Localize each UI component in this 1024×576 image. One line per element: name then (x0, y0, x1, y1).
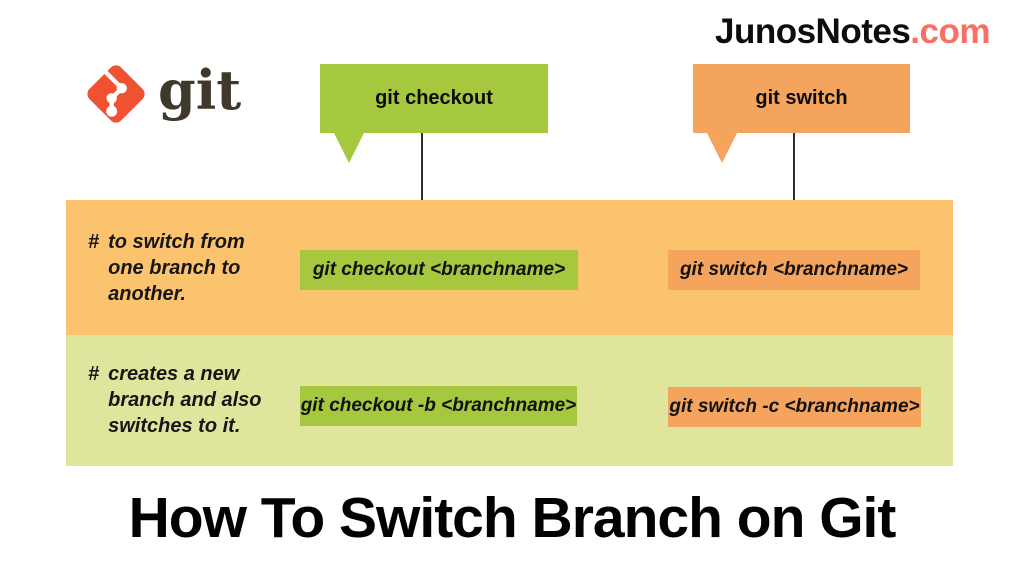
cmd-label: git switch <branchname> (679, 259, 909, 280)
git-logo: git (80, 56, 241, 132)
note-switch-row: # to switch from one branch to another. (88, 229, 298, 307)
site-tld: .com (910, 12, 990, 51)
git-diamond-icon (87, 65, 145, 123)
note-hash: # (88, 363, 100, 385)
cmd-label: git checkout <branchname> (312, 259, 566, 280)
site-watermark: JunosNotes.com (714, 12, 991, 52)
cmd-git-checkout-branchname: git checkout <branchname> (300, 250, 578, 290)
bubble-tail (707, 133, 737, 163)
page-title: How To Switch Branch on Git (128, 486, 897, 550)
bubble-tail (334, 133, 364, 163)
bubble-git-checkout-label: git checkout (375, 87, 493, 109)
cmd-label: git switch -c <branchname> (669, 396, 920, 417)
note-create-row: # creates a new branch and also switches… (88, 361, 298, 439)
bubble-git-checkout: git checkout (320, 64, 548, 163)
cmd-label: git checkout -b <branchname> (300, 395, 577, 416)
cmd-git-switch-c-branchname: git switch -c <branchname> (668, 387, 921, 427)
note-text: creates a new branch and also switches t… (108, 363, 262, 437)
cmd-git-checkout-b-branchname: git checkout -b <branchname> (300, 386, 577, 426)
cmd-git-switch-branchname: git switch <branchname> (668, 250, 920, 290)
git-wordmark: git (158, 58, 242, 122)
note-hash: # (88, 231, 100, 253)
site-name: JunosNotes (714, 12, 911, 51)
bubble-git-switch: git switch (693, 64, 910, 163)
note-text: to switch from one branch to another. (108, 231, 245, 305)
bubble-git-switch-label: git switch (755, 87, 848, 109)
